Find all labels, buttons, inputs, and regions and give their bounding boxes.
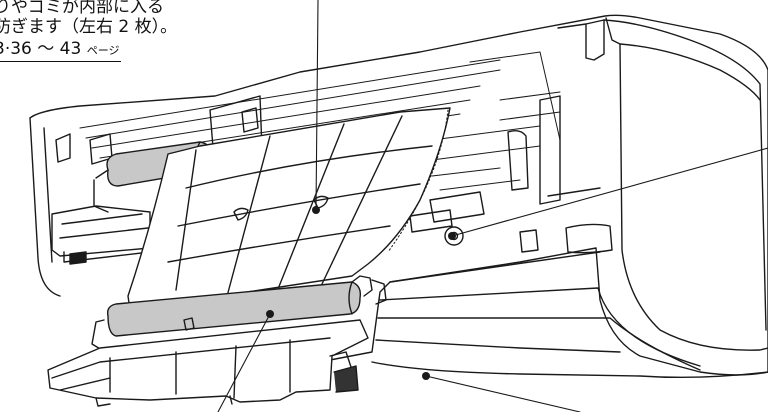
leader-lines	[217, 0, 768, 413]
callout-text-line2: 防ぎます（左右 2 枚）。	[0, 17, 178, 37]
callout-text-line1: りやゴミが内部に入る	[0, 0, 164, 17]
lower-filter-roll	[91, 275, 387, 351]
front-panel	[557, 17, 768, 351]
air-vane	[47, 319, 369, 407]
indoor-unit-body	[29, 14, 768, 379]
page-reference-range: 3·36 ～ 43	[0, 39, 82, 59]
page-reference-unit: ページ	[86, 44, 120, 57]
page-reference: 3·36 ～ 43 ページ	[0, 39, 122, 62]
leader-dots	[266, 206, 456, 380]
air-filter	[127, 107, 451, 311]
